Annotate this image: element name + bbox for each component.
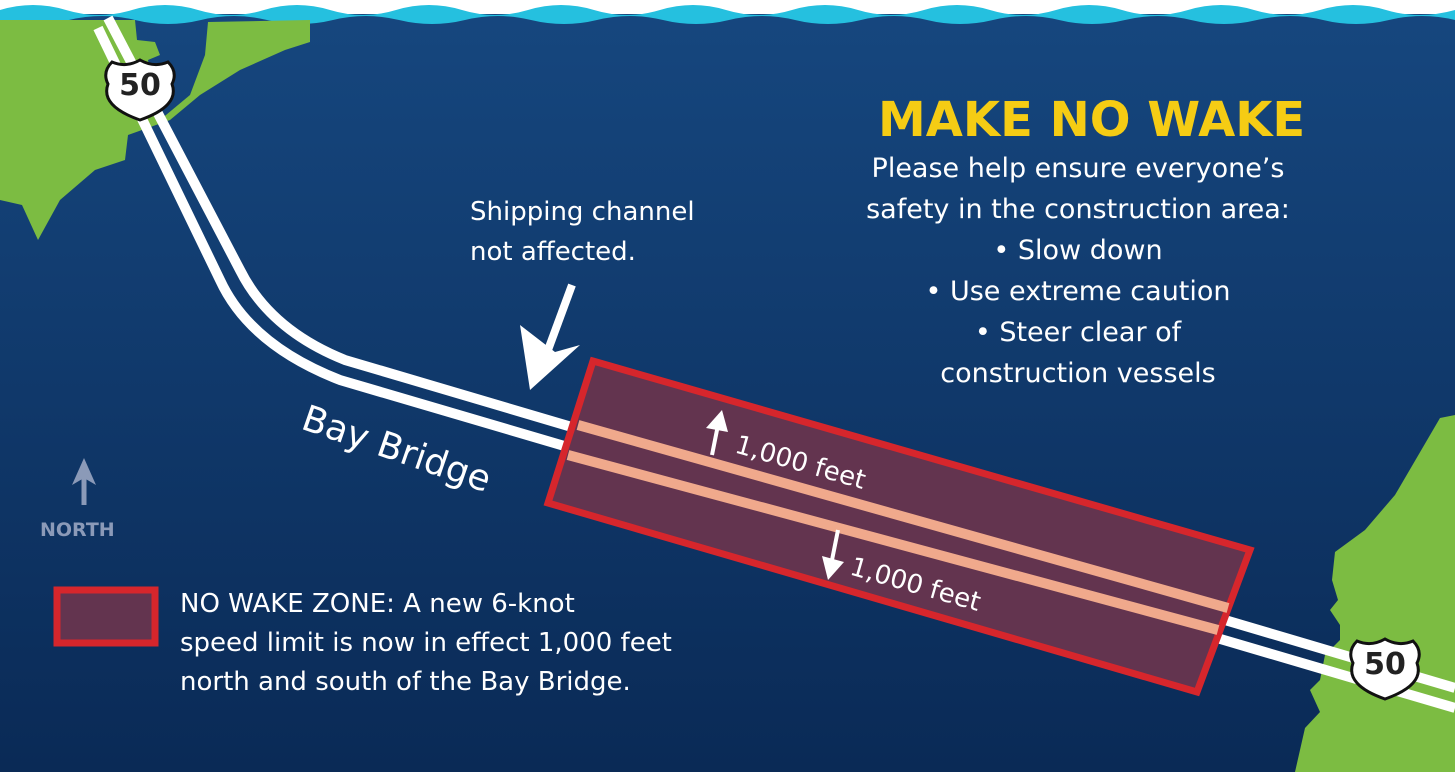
info-line: construction vessels [940, 358, 1216, 389]
shipping-channel-note: Shipping channel not affected. [470, 192, 695, 272]
arrow-down-icon [822, 529, 844, 580]
info-line: safety in the construction area: [866, 194, 1290, 225]
info-bullet: • Slow down [993, 235, 1163, 266]
info-line: Please help ensure everyone’s [871, 153, 1285, 184]
wave-band [0, 5, 1455, 24]
legend-text: NO WAKE ZONE: A new 6-knot speed limit i… [180, 585, 672, 702]
note-line: not affected. [470, 237, 636, 267]
safety-instructions: Please help ensure everyone’s safety in … [840, 148, 1316, 394]
north-arrow-icon [72, 458, 96, 505]
page-title: MAKE NO WAKE [878, 92, 1306, 148]
land-east-shore [1295, 415, 1455, 772]
legend-line: north and south of the Bay Bridge. [180, 667, 631, 697]
note-line: Shipping channel [470, 197, 695, 227]
legend-swatch [53, 586, 159, 647]
legend-line: NO WAKE ZONE: A new 6-knot [180, 589, 575, 619]
route-number: 50 [119, 68, 161, 103]
route-number: 50 [1364, 647, 1406, 682]
bay-bridge [93, 15, 1455, 713]
info-bullet: • Steer clear of [974, 317, 1182, 348]
north-label: NORTH [40, 519, 115, 541]
info-bullet: • Use extreme caution [925, 276, 1231, 307]
no-wake-zone [543, 356, 1255, 697]
land-west-shore [0, 20, 310, 240]
shipping-arrow-icon [520, 283, 580, 390]
bridge-in-zone [566, 420, 1230, 635]
route-50-shield-south: 50 [1347, 637, 1423, 701]
legend-line: speed limit is now in effect 1,000 feet [180, 628, 672, 658]
arrow-up-icon [706, 410, 728, 456]
route-50-shield-north: 50 [102, 58, 178, 122]
